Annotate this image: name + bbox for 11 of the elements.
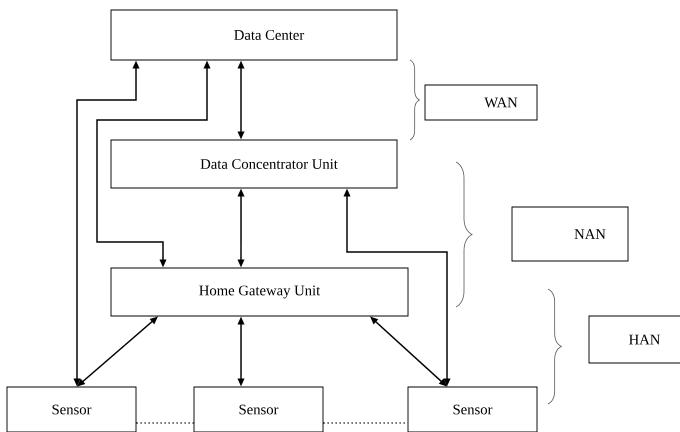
sensor-box: Sensor [6, 386, 136, 432]
sensor-box: Sensor [408, 386, 538, 432]
network-label-box: HAN [588, 316, 680, 364]
unit-box: Data Center [110, 10, 398, 60]
dotted-line [136, 422, 194, 424]
network-label-box: WAN [424, 84, 538, 120]
dotted-line [323, 422, 408, 424]
unit-box: Home Gateway Unit [110, 268, 408, 316]
sensor-box: Sensor [194, 386, 324, 432]
unit-box: Data Concentrator Unit [110, 140, 398, 188]
network-label-box: NAN [512, 206, 628, 262]
